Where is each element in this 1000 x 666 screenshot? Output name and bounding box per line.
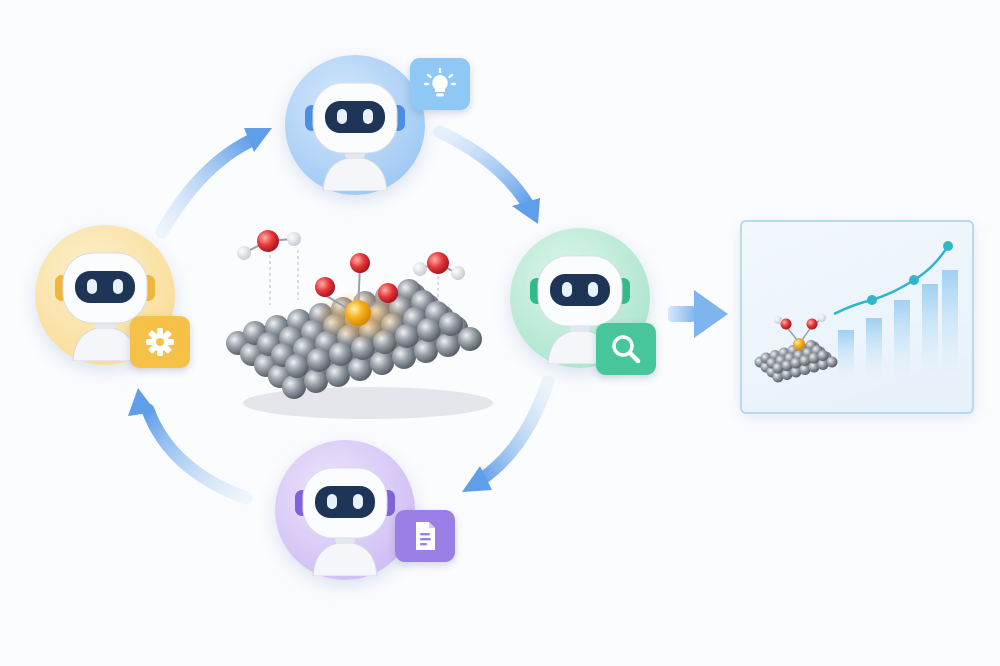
improved-catalyst-trend-icon (754, 241, 958, 383)
arrow-bottom-to-left-head (128, 388, 156, 416)
metal-atom (781, 360, 793, 371)
agent-bottom (275, 440, 415, 580)
agent-top (285, 55, 425, 195)
trend-bars (838, 270, 958, 380)
metal-atom (781, 369, 793, 380)
arrow-top-to-right-head (512, 198, 540, 224)
metal-atom (392, 345, 416, 369)
metal-atom (285, 354, 309, 378)
metal-atom (458, 327, 482, 351)
metal-atom (799, 364, 811, 375)
metal-atom (826, 356, 838, 368)
robot-avatar (55, 252, 155, 361)
trend-line (833, 245, 950, 316)
metal-atom (417, 318, 441, 342)
catalyst-surface-icon (226, 230, 493, 419)
metal-atom (329, 342, 353, 366)
metal-atom (307, 348, 331, 372)
trend-point (909, 275, 919, 285)
metal-atom (326, 363, 350, 387)
metal-atom (304, 369, 328, 393)
robot-avatar (295, 467, 395, 576)
gear-icon (146, 328, 174, 356)
metal-atom (370, 351, 394, 375)
arrow-top-to-right (433, 125, 535, 212)
metal-atom (790, 357, 802, 369)
metal-atom (817, 350, 829, 361)
arrow-right-to-bottom (473, 375, 555, 487)
magnifier-badge (596, 323, 656, 375)
metal-atom (282, 375, 306, 399)
trend-point (867, 295, 877, 305)
metal-atom (808, 361, 820, 373)
metal-atom (817, 359, 829, 370)
lightbulb-badge (410, 58, 470, 110)
output-arrow-head (694, 290, 728, 338)
water-molecule-icon (237, 230, 301, 260)
arrow-right-to-bottom-head (462, 466, 492, 492)
metal-atom (799, 355, 811, 366)
active-site-gold-atom (345, 300, 371, 326)
metal-atom (414, 339, 438, 363)
metal-atom (808, 352, 820, 364)
gear-badge (130, 316, 190, 368)
metal-atom (436, 333, 460, 357)
metal-atom (790, 366, 802, 378)
arrow-left-to-top (155, 133, 259, 239)
mini-metal-atom-lattice (754, 340, 838, 383)
arrow-bottom-to-left (141, 403, 253, 505)
metal-atom (348, 357, 372, 381)
robot-avatar (305, 82, 405, 191)
trend-point (943, 241, 953, 251)
result-panel (740, 220, 974, 414)
document-badge (395, 510, 455, 562)
agent-left (35, 225, 175, 365)
metal-atom (772, 362, 784, 374)
water-molecule-icon (413, 252, 465, 280)
magnifier-icon (612, 335, 641, 364)
lightbulb-icon (423, 67, 457, 97)
document-icon (416, 522, 435, 550)
metal-atom (439, 312, 463, 336)
arrow-left-to-top-head (244, 128, 272, 152)
output-arrow-shaft (668, 306, 696, 322)
metal-atom (772, 371, 784, 383)
